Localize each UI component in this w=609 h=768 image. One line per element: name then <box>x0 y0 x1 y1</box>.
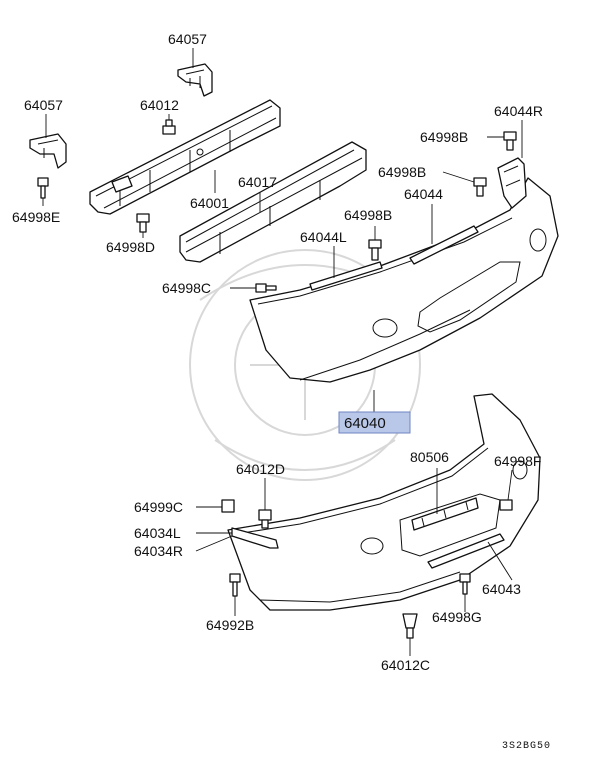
bracket-64057-top[interactable] <box>177 63 213 97</box>
label-64012[interactable]: 64012 <box>140 97 179 113</box>
clip-64998B-a[interactable] <box>503 131 517 151</box>
clip-64998G[interactable] <box>459 573 471 595</box>
clip-64999C[interactable] <box>221 499 235 513</box>
moulding-64044R[interactable] <box>497 157 527 209</box>
bracket-64057-left[interactable] <box>29 133 67 169</box>
label-64998F[interactable]: 64998F <box>494 453 541 469</box>
clip-64012C[interactable] <box>402 613 418 639</box>
leader-64043 <box>487 541 513 581</box>
label-64012C[interactable]: 64012C <box>381 657 430 673</box>
clip-64998B-c[interactable] <box>368 239 382 261</box>
clip-64012[interactable] <box>162 119 176 135</box>
label-64040[interactable]: 64040 <box>344 415 386 432</box>
label-64044[interactable]: 64044 <box>404 186 443 202</box>
clip-64998B-b[interactable] <box>473 177 487 197</box>
label-64992B[interactable]: 64992B <box>206 617 254 633</box>
label-64057-left[interactable]: 64057 <box>24 97 63 113</box>
leader-64034R <box>195 535 233 552</box>
label-64998B-c[interactable]: 64998B <box>344 207 392 223</box>
moulding-64044[interactable] <box>409 225 479 265</box>
bumper-upper-64040[interactable] <box>249 177 559 383</box>
label-64998C[interactable]: 64998C <box>162 280 211 296</box>
reinforcement-64001[interactable] <box>89 99 281 215</box>
label-64998B-a[interactable]: 64998B <box>420 129 468 145</box>
label-64057-top[interactable]: 64057 <box>168 31 207 47</box>
highlight-64040 <box>338 411 411 434</box>
clip-64992B[interactable] <box>229 573 241 597</box>
label-64998D[interactable]: 64998D <box>106 239 155 255</box>
label-64017[interactable]: 64017 <box>238 174 277 190</box>
bracket-64034[interactable] <box>231 527 279 549</box>
label-64044L[interactable]: 64044L <box>300 229 347 245</box>
label-64043[interactable]: 64043 <box>482 581 521 597</box>
label-64998E[interactable]: 64998E <box>12 209 60 225</box>
clip-64998C[interactable] <box>255 283 277 293</box>
clip-64998F[interactable] <box>499 499 513 511</box>
bracket-80506[interactable] <box>411 497 479 531</box>
label-64012D[interactable]: 64012D <box>236 461 285 477</box>
label-64998B-b[interactable]: 64998B <box>378 164 426 180</box>
moulding-64043[interactable] <box>427 533 505 569</box>
label-64999C[interactable]: 64999C <box>134 499 183 515</box>
label-64034L[interactable]: 64034L <box>134 525 181 541</box>
label-64034R[interactable]: 64034R <box>134 543 183 559</box>
label-64044R[interactable]: 64044R <box>494 103 543 119</box>
label-64998G[interactable]: 64998G <box>432 609 482 625</box>
clip-64998D[interactable] <box>136 213 150 233</box>
diagram-code: 3S2BG50 <box>502 741 551 752</box>
clip-64998E[interactable] <box>37 177 49 199</box>
leader-64998B-b <box>442 171 475 183</box>
leader-64998F <box>507 469 513 501</box>
label-64001[interactable]: 64001 <box>190 195 229 211</box>
moulding-64044L[interactable] <box>309 261 383 291</box>
absorber-64017[interactable] <box>179 141 367 263</box>
label-80506[interactable]: 80506 <box>410 449 449 465</box>
